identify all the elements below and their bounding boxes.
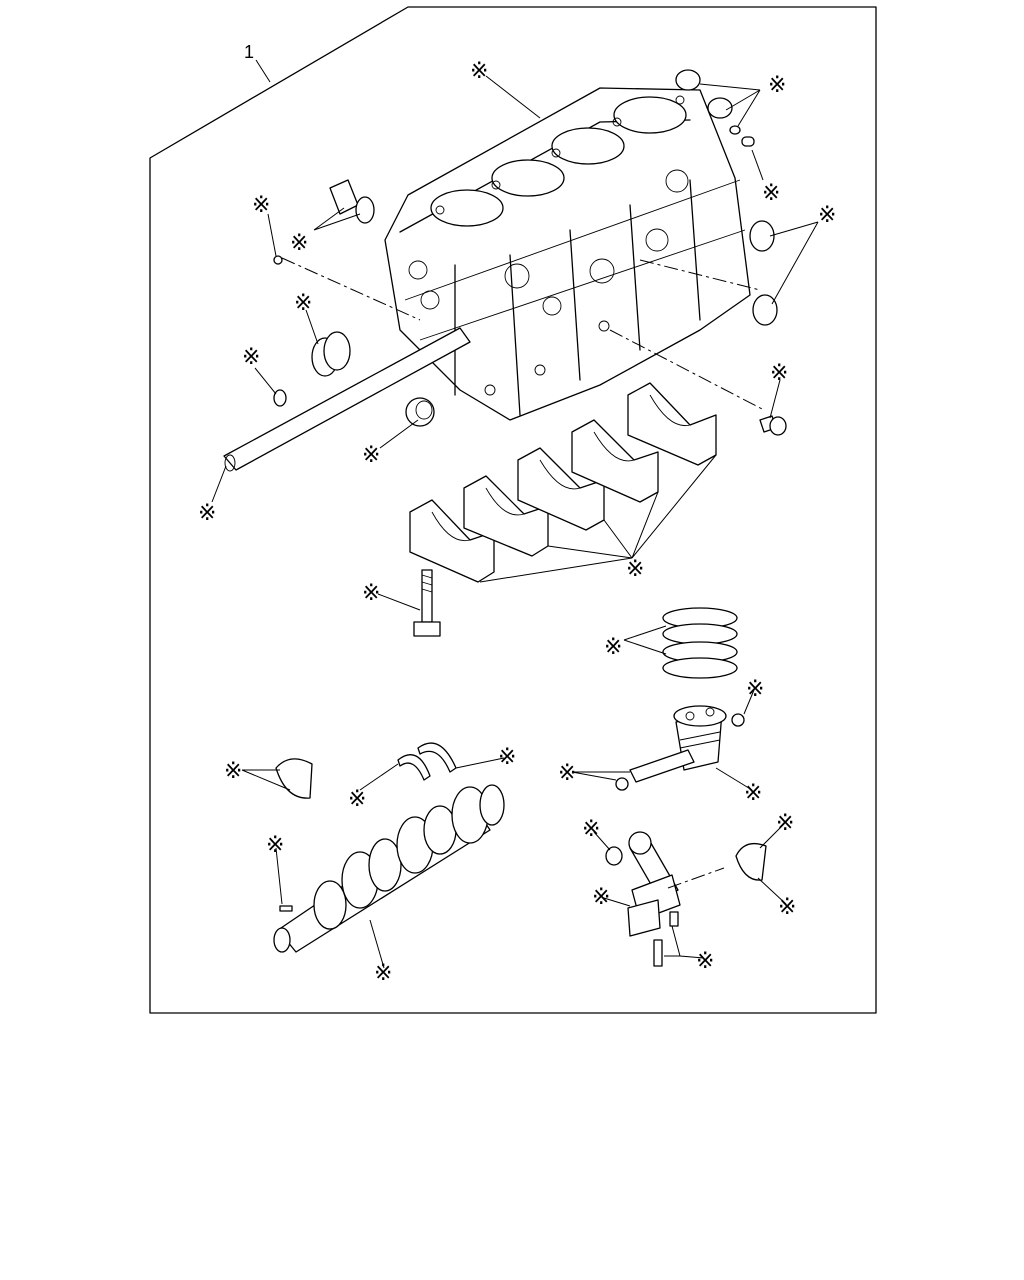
kit-marker: ※	[818, 203, 836, 228]
kit-marker: ※	[348, 787, 366, 812]
kit-marker: ※	[762, 181, 780, 206]
main-bearing-bolt	[413, 569, 441, 637]
kit-boundary-frame	[149, 6, 877, 1014]
kit-marker: ※	[696, 949, 714, 974]
cylinder-bore-2	[491, 159, 565, 197]
cylinder-block	[384, 87, 751, 421]
kit-marker: ※	[470, 59, 488, 84]
kit-marker: ※	[374, 961, 392, 986]
oil-seal-left	[311, 331, 351, 377]
cylinder-bore-3	[551, 127, 625, 165]
kit-marker: ※	[558, 761, 576, 786]
bearing-cap-4	[571, 419, 659, 503]
conrod-bearing-right	[735, 842, 767, 881]
plug-bolt-right	[759, 415, 787, 436]
snap-ring-upper	[731, 713, 745, 727]
kit-marker: ※	[198, 501, 216, 526]
kit-marker: ※	[604, 635, 622, 660]
kit-marker: ※	[362, 443, 380, 468]
main-bearing-caps	[409, 382, 717, 583]
kit-marker: ※	[744, 781, 762, 806]
dowel-pin-left	[273, 255, 283, 265]
kit-marker: ※	[582, 817, 600, 842]
thrust-washers	[397, 742, 457, 781]
bearing-cap-2	[463, 475, 549, 557]
seals-right	[749, 220, 778, 326]
kit-marker: ※	[242, 345, 260, 370]
cylinder-bore-1	[430, 189, 504, 227]
item-number-leader	[255, 59, 271, 83]
piston	[673, 705, 745, 771]
kit-marker: ※	[768, 73, 786, 98]
cylinder-bore-4	[613, 96, 687, 134]
kit-marker: ※	[266, 833, 284, 858]
bearing-cap-1	[409, 499, 495, 583]
kit-marker: ※	[224, 759, 242, 784]
main-bearing-shells-left	[275, 758, 313, 799]
kit-markers: ※ ※ ※ ※ ※ ※ ※ ※ ※ ※ ※ ※ ※ ※ ※ ※ ※ ※ ※ ※ …	[198, 59, 836, 986]
bearing-cap-5	[627, 382, 717, 466]
kit-marker: ※	[592, 885, 610, 910]
kit-marker: ※	[362, 581, 380, 606]
item-number-label: 1	[244, 42, 254, 62]
kit-marker: ※	[626, 557, 644, 582]
leader-lines	[211, 75, 819, 969]
camshaft-dash-axis	[281, 257, 421, 321]
crankshaft	[273, 784, 505, 953]
connecting-rod	[605, 831, 681, 967]
cup-plug-upper-left	[329, 179, 375, 224]
piston-pin	[615, 749, 695, 791]
bushing-lower-left	[405, 397, 435, 427]
kit-marker: ※	[776, 811, 794, 836]
piston-rings	[662, 607, 738, 679]
kit-marker: ※	[746, 677, 764, 702]
kit-marker: ※	[498, 745, 516, 770]
oil-gallery-tube	[223, 327, 471, 471]
kit-marker: ※	[294, 291, 312, 316]
cup-plugs-upper-right	[675, 69, 755, 147]
bearing-cap-3	[517, 447, 605, 531]
kit-marker: ※	[252, 193, 270, 218]
kit-marker: ※	[770, 361, 788, 386]
kit-marker: ※	[778, 895, 796, 920]
plug-left-small	[273, 389, 287, 407]
kit-marker: ※	[290, 231, 308, 256]
